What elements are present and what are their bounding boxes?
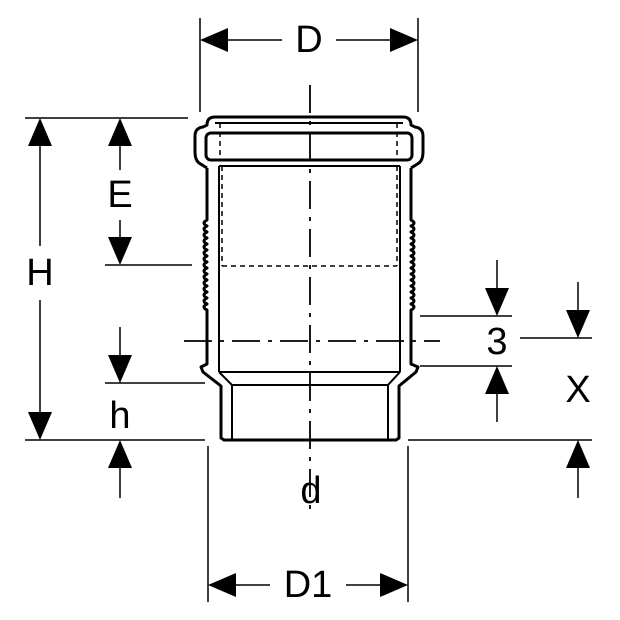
dimension-3: 3 [420,260,512,422]
pipe-body [193,115,425,442]
dimension-D1: D1 [207,446,409,606]
dimension-D: D [199,18,419,112]
dimension-E: E [105,118,192,266]
label-H: H [26,252,53,294]
label-E: E [107,174,132,216]
label-h: h [109,395,130,437]
dimension-X: X [408,282,592,498]
label-D: D [295,19,322,61]
label-D1: D1 [284,564,333,606]
dimension-H: H [25,117,205,441]
dimension-h: h [105,327,205,498]
label-d: d [300,470,321,512]
label-3: 3 [486,321,507,363]
label-X: X [565,369,590,411]
